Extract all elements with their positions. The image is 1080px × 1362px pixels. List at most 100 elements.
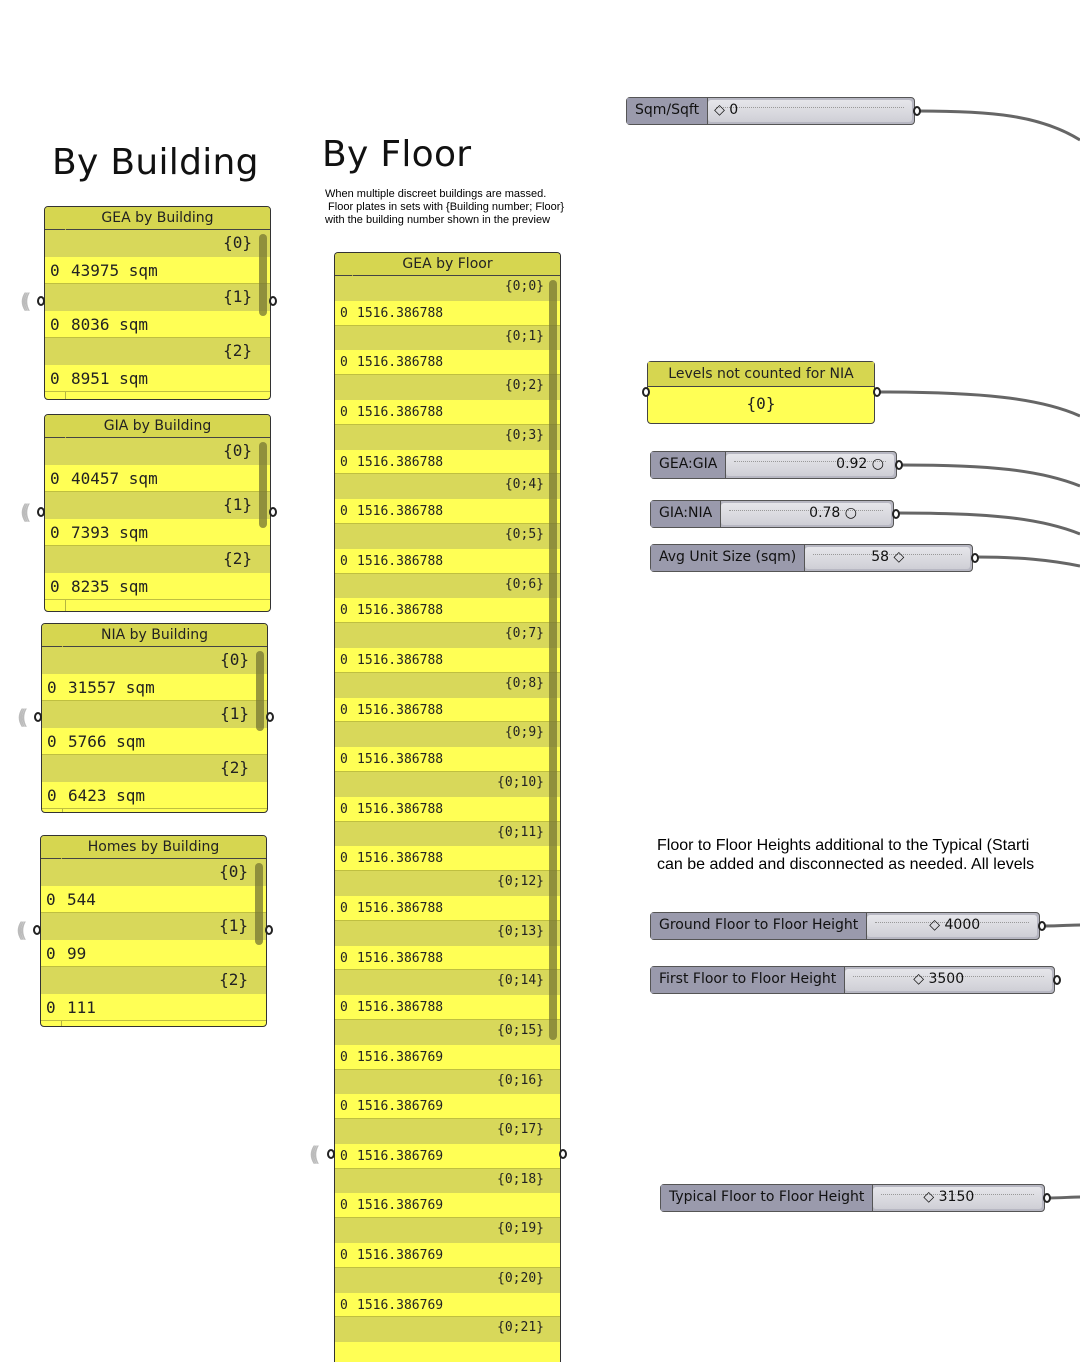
slider-label: Typical Floor to Floor Height (661, 1185, 874, 1211)
path-row: {0;2} (335, 375, 560, 400)
wireless-icon: ((( (20, 289, 32, 313)
value-label: 1516.386788 (357, 404, 444, 420)
output-port[interactable] (269, 507, 277, 517)
path-row: {0} (45, 438, 270, 465)
path-label: {0;6} (504, 576, 544, 592)
slider-label: Ground Floor to Floor Height (651, 913, 868, 939)
path-row: {0;1} (335, 325, 560, 351)
slider-track[interactable]: ◇ 0 (708, 100, 912, 122)
output-port[interactable] (1038, 921, 1046, 931)
slider-ticks (813, 554, 962, 560)
index-label: 0 (50, 369, 60, 388)
panel-scrollbar[interactable] (255, 863, 263, 945)
input-port[interactable] (327, 1149, 335, 1159)
slider-value: 0.78 ○ (809, 505, 857, 521)
output-port[interactable] (971, 553, 979, 563)
path-row: {0;19} (335, 1218, 560, 1244)
path-row: {0;10} (335, 771, 560, 797)
slider-first-floor-height[interactable]: First Floor to Floor Height ◇ 3500 (650, 966, 1061, 994)
slider-track[interactable]: ◇ 3500 (845, 969, 1052, 991)
path-label: {0;7} (504, 626, 544, 642)
input-port[interactable] (37, 296, 45, 306)
input-port[interactable] (34, 712, 42, 722)
output-port[interactable] (265, 925, 273, 935)
path-row: {2} (45, 546, 270, 573)
slider-track[interactable]: 0.92 ○ (726, 454, 894, 476)
value-label: 1516.386769 (357, 1099, 444, 1115)
input-port[interactable] (642, 387, 650, 397)
slider-value-number: 58 (871, 549, 890, 565)
output-port[interactable] (266, 712, 274, 722)
slider-ground-floor-height[interactable]: Ground Floor to Floor Height ◇ 4000 (650, 912, 1046, 940)
index-label: 0 (340, 1297, 348, 1313)
panel-scrollbar[interactable] (549, 280, 557, 1040)
value-label: 43975 sqm (71, 261, 158, 280)
slider-track[interactable]: 0.78 ○ (721, 503, 891, 525)
path-label: {0;1} (504, 328, 544, 344)
index-label: 0 (340, 1099, 348, 1115)
path-row: {1} (45, 284, 270, 311)
output-port[interactable] (269, 296, 277, 306)
value-label: 99 (67, 944, 87, 963)
slider-avg-unit-size[interactable]: Avg Unit Size (sqm) 58 ◇ (650, 544, 979, 572)
wireless-icon: ((( (17, 705, 29, 729)
input-port[interactable] (37, 507, 45, 517)
index-label: 0 (340, 1000, 348, 1016)
value-label: 8951 sqm (71, 369, 149, 388)
slider-sqm-sqft[interactable]: Sqm/Sqft ◇ 0 (626, 97, 921, 125)
slider-value-number: 3500 (928, 971, 965, 987)
path-row: {0;14} (335, 970, 560, 996)
value-label: 1516.386769 (357, 1049, 444, 1065)
path-label: {0} (223, 233, 252, 252)
slider-gia-nia[interactable]: GIA:NIA 0.78 ○ (650, 500, 900, 528)
index-label: 0 (46, 890, 56, 909)
slider-track[interactable]: ◇ 4000 (867, 915, 1037, 937)
input-port[interactable] (33, 925, 41, 935)
wire-gia-nia (896, 511, 1080, 536)
index-label: 0 (340, 900, 348, 916)
path-label: {0;21} (497, 1320, 544, 1336)
output-port[interactable] (1053, 975, 1061, 985)
output-port[interactable] (559, 1149, 567, 1159)
panel-scrollbar[interactable] (259, 442, 267, 528)
output-port[interactable] (873, 387, 881, 397)
output-port[interactable] (895, 460, 903, 470)
slider-value-number: 0 (729, 102, 739, 118)
path-row: {0;5} (335, 523, 560, 549)
path-label: {0;4} (504, 477, 544, 493)
panel-scrollbar[interactable] (256, 651, 264, 731)
slider-track[interactable]: 58 ◇ (805, 547, 970, 569)
slider-typical-floor-height[interactable]: Typical Floor to Floor Height ◇ 3150 (660, 1184, 1051, 1212)
value-label: 1516.386788 (357, 504, 444, 520)
path-row: {0;20} (335, 1267, 560, 1293)
param-levels-not-counted[interactable]: Levels not counted for NIA {0} (642, 361, 881, 424)
path-label: {0;2} (504, 378, 544, 394)
index-label: 0 (46, 944, 56, 963)
output-port[interactable] (1043, 1193, 1051, 1203)
output-port[interactable] (913, 106, 921, 116)
panel-scrollbar[interactable] (259, 234, 267, 316)
output-port[interactable] (892, 509, 900, 519)
value-label: 1516.386788 (357, 752, 444, 768)
wireless-icon: ((( (16, 918, 28, 942)
path-row: {1} (45, 492, 270, 519)
slider-gea-gia[interactable]: GEA:GIA 0.92 ○ (650, 451, 903, 479)
wireless-icon: ((( (309, 1142, 321, 1166)
value-label: 1516.386788 (357, 603, 444, 619)
path-label: {0;15} (497, 1022, 544, 1038)
index-label: 0 (50, 523, 60, 542)
value-label: 8036 sqm (71, 315, 149, 334)
slider-track[interactable]: ◇ 3150 (873, 1187, 1042, 1209)
